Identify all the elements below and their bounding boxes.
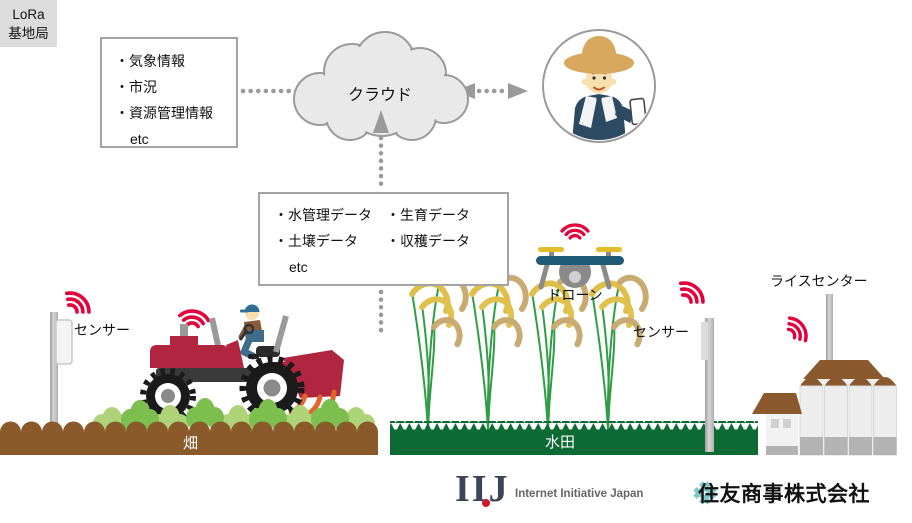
- drone: [536, 223, 624, 290]
- sensor-label-right: センサー: [633, 324, 689, 340]
- sumitomo-company-name: 住友商事株式会社: [698, 483, 870, 506]
- sensor-right-wifi-icon: [673, 276, 710, 310]
- info-box-line: ・市況: [115, 79, 157, 95]
- data-box-line: ・収穫データ: [386, 233, 470, 249]
- farmer-avatar: [542, 29, 656, 143]
- info-box-line: ・気象情報: [115, 53, 185, 69]
- lora-wifi-icon: [781, 312, 813, 347]
- lora-sign-line1: LoRa: [12, 6, 45, 22]
- paddy-field: [390, 421, 758, 455]
- drone-label: ドローン: [547, 287, 603, 303]
- iij-logo-dot: [482, 499, 490, 507]
- sensor-pole-left: [50, 312, 73, 436]
- info-box-line: etc: [130, 131, 149, 147]
- sensor-pole-right: [701, 318, 714, 452]
- sensor-label-left: センサー: [74, 322, 130, 338]
- iij-company-name: Internet Initiative Japan: [515, 488, 644, 500]
- sumitomo-logo: 住友商事株式会社: [690, 475, 870, 511]
- cloud-label: クラウド: [347, 87, 412, 104]
- drone-wifi-icon: [560, 223, 590, 240]
- data-box-line: etc: [289, 259, 308, 275]
- data-box: ・水管理データ ・土壌データ etc ・生育データ ・収穫データ: [258, 192, 509, 286]
- cloud-shape: [293, 31, 469, 141]
- lora-sign-line2: 基地局: [8, 25, 49, 41]
- field-label: 畑: [183, 435, 199, 452]
- iij-wordmark: IIJ: [455, 468, 510, 510]
- paddy-label: 水田: [545, 434, 576, 451]
- sumitomo-igeta-icon: [693, 481, 717, 505]
- info-box-line: ・資源管理情報: [115, 105, 213, 121]
- tractor: [140, 304, 344, 424]
- data-box-line: ・水管理データ: [274, 207, 372, 223]
- data-box-line: ・土壌データ: [274, 233, 358, 249]
- field-soil: [0, 421, 378, 455]
- rice-center-label: ライスセンター: [770, 273, 868, 289]
- info-box: ・気象情報 ・市況 ・資源管理情報 etc: [100, 37, 238, 148]
- iij-logo: IIJ Internet Initiative Japan: [455, 470, 655, 512]
- data-box-line: ・生育データ: [386, 207, 470, 223]
- rice-center-building: [752, 294, 897, 456]
- lora-base-station-sign: LoRa 基地局: [0, 0, 57, 47]
- sensor-left-wifi-icon: [59, 286, 96, 320]
